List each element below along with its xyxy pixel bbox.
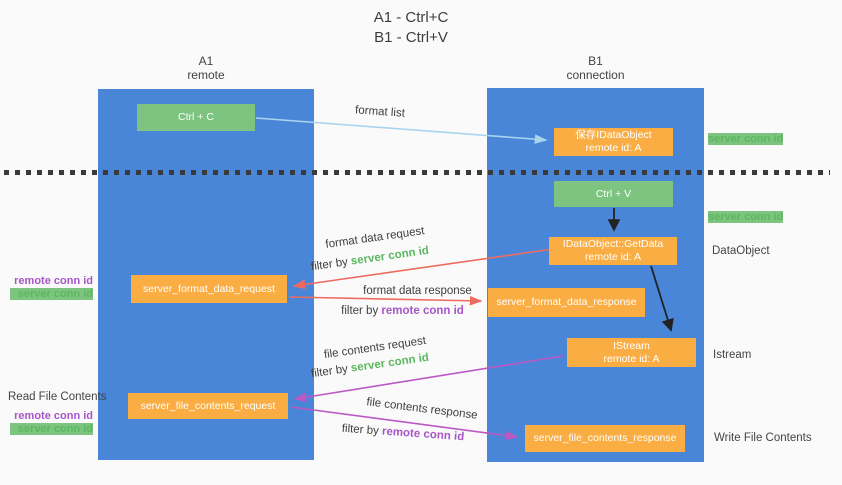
dataobject-annotation: DataObject bbox=[712, 245, 770, 257]
getdata-line2: remote id: A bbox=[584, 251, 642, 263]
file-contents-response-label: file contents response bbox=[365, 396, 479, 422]
file-response-label: server_file_contents_response bbox=[533, 432, 677, 444]
remote-conn-id-keyword: remote conn id bbox=[381, 425, 465, 444]
title-line-2: B1 - Ctrl+V bbox=[374, 29, 448, 46]
istream-line2: remote id: A bbox=[603, 352, 660, 365]
filter-prefix: filter by bbox=[310, 362, 352, 381]
column-a1-role: remote bbox=[187, 68, 225, 82]
server-conn-id-keyword: server conn id bbox=[350, 244, 430, 268]
istream-box: IStream remote id: A bbox=[567, 338, 696, 367]
remote-conn-id-annotation-left-2: remote conn id bbox=[14, 410, 93, 422]
read-file-contents-annotation: Read File Contents bbox=[8, 391, 107, 403]
server-format-data-request-box: server_format_data_request bbox=[131, 275, 287, 303]
column-header-b1: B1 connection bbox=[487, 54, 704, 82]
server-conn-id-annotation-left-2: server conn id bbox=[10, 423, 93, 435]
filter-by-remote-conn-id-label-2: filter by remote conn id bbox=[338, 422, 469, 444]
save-idataobject-box: 保存IDataObject remote id: A bbox=[554, 128, 673, 156]
remote-conn-id-keyword: remote conn id bbox=[381, 305, 464, 317]
save-idataobject-line1: 保存IDataObject bbox=[575, 129, 652, 141]
ctrl-v-action-box: Ctrl + V bbox=[554, 181, 673, 207]
getdata-line1: IDataObject::GetData bbox=[562, 238, 664, 250]
server-format-data-response-box: server_format_data_response bbox=[488, 288, 645, 317]
server-file-contents-request-box: server_file_contents_request bbox=[128, 393, 288, 419]
server-file-contents-response-box: server_file_contents_response bbox=[525, 425, 685, 452]
filter-prefix: filter by bbox=[341, 422, 383, 438]
server-conn-id-annotation-top: server conn id bbox=[708, 133, 784, 145]
column-b1-role: connection bbox=[566, 68, 625, 82]
format-response-label: server_format_data_response bbox=[496, 296, 637, 308]
save-idataobject-line2: remote id: A bbox=[585, 142, 642, 154]
filter-prefix: filter by bbox=[310, 255, 352, 274]
file-request-label: server_file_contents_request bbox=[140, 399, 276, 412]
ctrl-c-label: Ctrl + C bbox=[178, 111, 214, 123]
filter-prefix: filter by bbox=[341, 305, 382, 317]
column-a1-id: A1 bbox=[198, 54, 214, 68]
ctrl-v-label: Ctrl + V bbox=[595, 187, 632, 200]
arrow-format-data-response bbox=[288, 295, 483, 306]
column-header-a1: A1 remote bbox=[98, 54, 314, 82]
phase-separator-dotted-line bbox=[4, 170, 830, 175]
istream-line1: IStream bbox=[613, 339, 650, 352]
column-b1-id: B1 bbox=[588, 54, 603, 68]
ctrl-c-action-box: Ctrl + C bbox=[137, 104, 255, 131]
format-request-label: server_format_data_request bbox=[143, 282, 275, 295]
diagram-title: A1 - Ctrl+C B1 - Ctrl+V bbox=[291, 8, 531, 48]
format-list-label: format list bbox=[354, 104, 406, 120]
server-conn-id-annotation-mid: server conn id bbox=[708, 211, 784, 223]
idataobject-getdata-box: IDataObject::GetData remote id: A bbox=[549, 237, 677, 265]
remote-conn-id-annotation-left-1: remote conn id bbox=[14, 275, 93, 287]
format-data-response-label: format data response bbox=[363, 285, 472, 297]
istream-annotation: Istream bbox=[713, 349, 752, 361]
server-conn-id-annotation-left-1: server conn id bbox=[10, 288, 93, 300]
write-file-contents-annotation: Write File Contents bbox=[714, 432, 812, 444]
filter-by-remote-conn-id-label-1: filter by remote conn id bbox=[340, 305, 465, 317]
title-line-1: A1 - Ctrl+C bbox=[373, 9, 449, 26]
